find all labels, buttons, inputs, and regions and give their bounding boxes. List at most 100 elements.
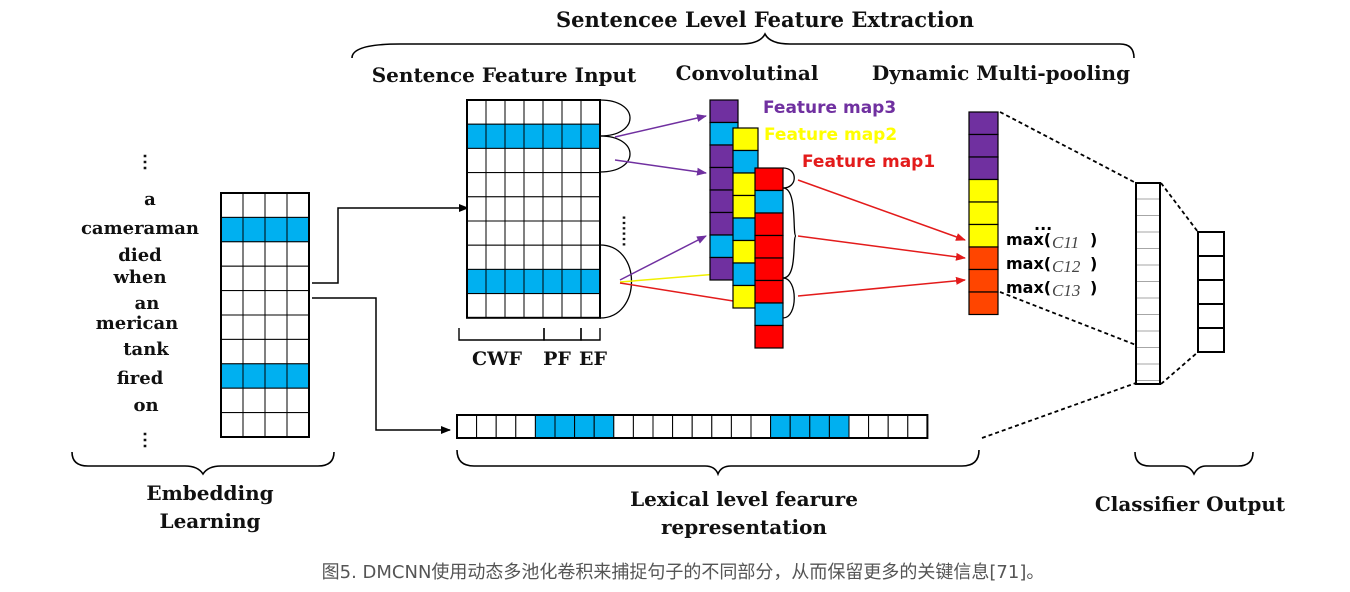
segment-bracket-1: [782, 167, 795, 189]
embedding-cell: [264, 314, 288, 340]
sentence-input-cell: [561, 123, 582, 149]
sentence-input-cell: [466, 196, 487, 222]
sentence-input-cell: [504, 99, 525, 125]
dash-lexical: [981, 382, 1137, 439]
dots-vertical: ⋯⋯: [615, 215, 634, 247]
word: died: [118, 245, 162, 266]
feature-map2-cell: [732, 127, 759, 152]
cwf-label: CWF: [472, 348, 522, 370]
arrow-pool-3: [797, 276, 966, 297]
lexical-label-2: representation: [661, 515, 827, 539]
lexical-cell: [476, 414, 497, 439]
pf-label: PF: [543, 348, 571, 370]
sentence-input-cell: [580, 147, 601, 174]
sentence-input-cell: [504, 293, 525, 319]
output-cell: [1197, 327, 1225, 353]
window-arc-1: [599, 99, 631, 137]
embedding-cell: [242, 314, 266, 340]
sentence-input-cell: [485, 268, 506, 295]
lexical-cell: [887, 414, 909, 439]
dynamic-pooling-heading: Dynamic Multi-pooling: [872, 61, 1130, 85]
sentence-input-cell: [485, 147, 506, 174]
embedding-cell: [264, 216, 288, 243]
feature-map2-cell: [732, 239, 759, 264]
lexical-cell: [828, 414, 850, 439]
embedding-cell: [242, 241, 266, 267]
embedding-cell: [220, 363, 244, 389]
pooling-cell: [968, 291, 999, 316]
sentence-input-cell: [542, 147, 563, 174]
feature-map1-cell: [754, 302, 784, 327]
feature-map2-label: Feature map2: [764, 125, 897, 145]
max-c12-prefix: max(: [1006, 254, 1051, 273]
embedding-cell: [220, 314, 244, 340]
pooling-cell: [968, 223, 999, 248]
embedding-cell: [220, 338, 244, 365]
sentence-input-cell: [466, 147, 487, 174]
embedding-cell: [286, 412, 310, 438]
sentence-input-cell: [504, 244, 525, 270]
sentence-input-cell: [504, 123, 525, 149]
max-c13-value: C13: [1052, 281, 1080, 300]
pooling-cell: [968, 111, 999, 136]
feature-map1-cell: [754, 257, 784, 282]
lexical-cell: [848, 414, 870, 439]
max-c12-close: ): [1090, 254, 1097, 273]
sentence-words: ⋯ a cameraman died when an merican tank …: [81, 153, 199, 449]
output-cell: [1197, 231, 1225, 257]
embedding-border: [220, 192, 310, 438]
embedding-cell: [286, 265, 310, 292]
embedding-cell: [264, 363, 288, 389]
embedding-cell: [264, 412, 288, 438]
sentence-input-cell: [485, 293, 506, 319]
max-c13: max( C13 ): [1006, 278, 1097, 300]
sentence-input-cell: [561, 147, 582, 174]
sentence-input-cell: [523, 244, 544, 270]
word: cameraman: [81, 218, 199, 239]
lexical-cell: [495, 414, 517, 439]
sentence-input-cell: [504, 220, 525, 246]
pooling-column: [968, 111, 999, 316]
sentence-input-cell: [580, 244, 601, 270]
feature-map1-cell: [754, 234, 784, 259]
pooling-cell: [968, 268, 999, 293]
sentence-input-cell: [523, 147, 544, 174]
lexical-cell: [750, 414, 772, 439]
embedding-cell: [220, 216, 244, 243]
pooling-cell: [968, 178, 999, 203]
lexical-cell: [652, 414, 674, 439]
sentence-input-cell: [485, 220, 506, 246]
lexical-feature-bar: [456, 414, 929, 439]
feature-map3-cell: [709, 99, 739, 124]
output-layer: [1197, 231, 1225, 353]
feature-map1-cell: [754, 212, 784, 237]
lexical-cell: [632, 414, 654, 439]
embedding-label-2: Learning: [160, 509, 261, 533]
sentence-input-cell: [523, 268, 544, 295]
embedding-cell: [242, 192, 266, 218]
max-c11-prefix: max(: [1006, 230, 1051, 249]
sentence-input-cell: [523, 99, 544, 125]
dash-pool-bottom: [999, 291, 1137, 346]
sentence-input-cell: [542, 123, 563, 149]
feature-map2-cell: [732, 262, 759, 287]
figure-caption: 图5. DMCNN使用动态多池化卷积来捕捉句子的不同部分，从而保留更多的关键信息…: [322, 562, 1045, 583]
embedding-cell: [242, 290, 266, 316]
sentence-level-brace: [351, 32, 1135, 59]
sentence-input-cell: [466, 172, 487, 198]
lexical-cell: [593, 414, 615, 439]
lexical-cell: [574, 414, 595, 439]
dash-classifier-bottom: [1160, 351, 1199, 385]
sentence-input-cell: [542, 244, 563, 270]
sentence-input-cell: [561, 172, 582, 198]
classifier-brace: [1134, 451, 1254, 476]
feature-maps: [709, 99, 784, 349]
arrow-purple-1: [614, 114, 707, 138]
word: tank: [123, 339, 169, 360]
feature-map2-cell: [732, 172, 759, 197]
arrow-to-sentence-input: [312, 204, 469, 284]
sentence-input-cell: [485, 244, 506, 270]
sentence-input-cell: [580, 220, 601, 246]
ef-brace: [580, 328, 601, 341]
sentence-input-cell: [580, 99, 601, 125]
